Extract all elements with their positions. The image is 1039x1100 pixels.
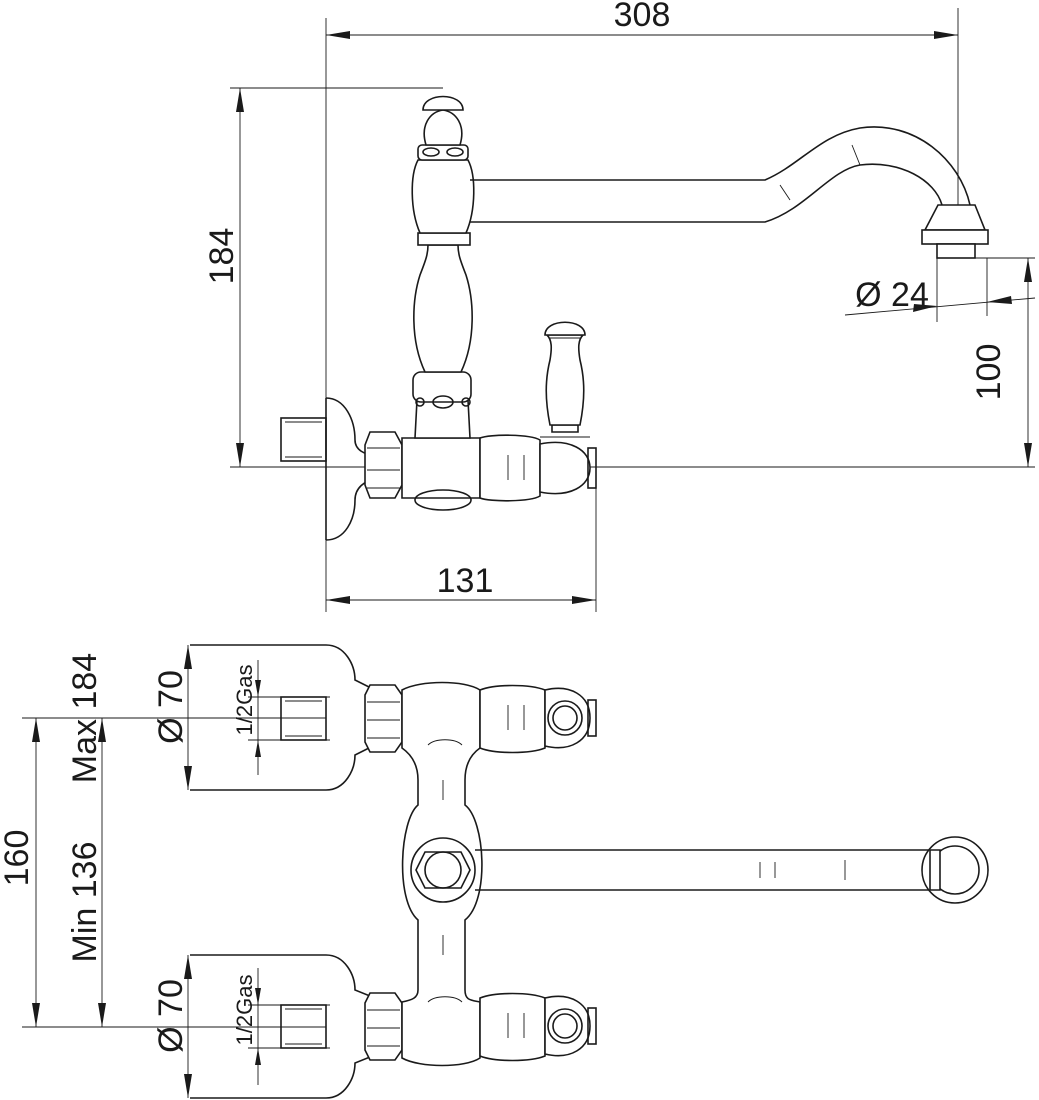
top-view: Ø 70 1/2Gas Ø 70 1/2Gas 160 Max 184 — [0, 644, 989, 1099]
dim-184-side: 184 — [203, 228, 241, 285]
column-lower — [414, 399, 471, 439]
valve-body — [401, 437, 481, 499]
dim-131: 131 — [437, 562, 494, 600]
lever-handle — [551, 424, 579, 433]
dim-308: 308 — [614, 0, 671, 34]
nipple-bottom — [280, 1004, 327, 1049]
dim-rosette-top: Ø 70 — [152, 670, 190, 744]
dim-max: Max 184 — [66, 653, 104, 783]
column-finial — [422, 95, 464, 111]
dim-100: 100 — [970, 344, 1008, 401]
wall-nipple — [280, 417, 327, 462]
side-view: 308 184 Ø 24 100 131 — [203, 0, 1036, 612]
handle-collar — [479, 434, 541, 502]
thread-bottom: 1/2Gas — [232, 975, 257, 1046]
aerator — [923, 204, 987, 231]
handle-bottom — [544, 995, 591, 1057]
column-bulb — [413, 244, 473, 373]
handle-top — [544, 687, 591, 749]
spout — [470, 126, 971, 223]
nipple-top — [280, 696, 327, 741]
column-upper — [411, 159, 475, 234]
dim-outlet-diameter: Ø 24 — [855, 276, 929, 314]
end-cap — [539, 441, 591, 495]
rosette-top — [190, 644, 376, 791]
dim-rosette-bottom: Ø 70 — [152, 979, 190, 1053]
dim-min: Min 136 — [66, 842, 104, 963]
thread-top: 1/2Gas — [232, 665, 257, 736]
hex-nut — [364, 431, 403, 499]
dim-160: 160 — [0, 830, 36, 887]
spout-top — [475, 849, 940, 891]
rosette-bottom — [190, 954, 376, 1099]
